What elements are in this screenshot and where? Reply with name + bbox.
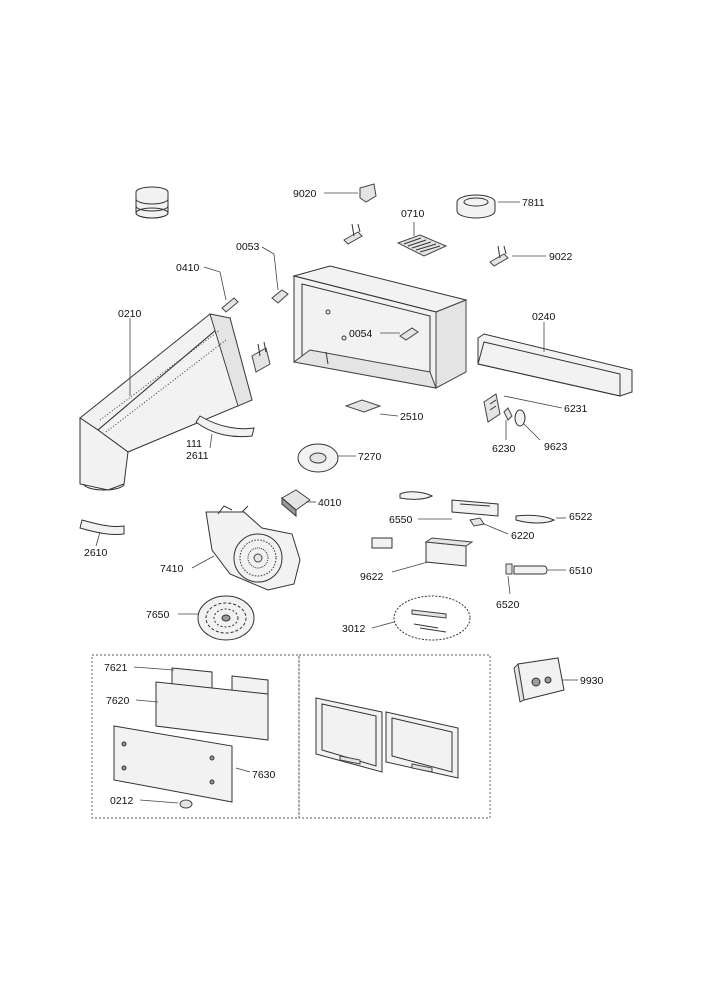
part-7620-pad: 7620 [106, 681, 269, 741]
part-7410-blower: 7410 [160, 505, 301, 591]
part-7630-panel: 7630 [113, 725, 276, 803]
part-6510-bulb: 6510 6520 [496, 563, 593, 611]
label-7650: 7650 [146, 609, 170, 621]
mesh-filter-right [385, 711, 459, 779]
part-6230-part: 6230 [492, 407, 516, 455]
label-7630: 7630 [252, 769, 276, 781]
label-9623: 9623 [544, 441, 568, 453]
label-9020: 9020 [293, 188, 317, 200]
part-7650-filter: 7650 [146, 595, 255, 641]
part-6550-label-group: 6550 [389, 514, 452, 526]
label-6220: 6220 [511, 530, 535, 542]
part-6231-bracket: 6231 [483, 393, 588, 423]
label-2611: 2611 [186, 450, 209, 462]
label-0410: 0410 [176, 262, 200, 274]
label-4010: 4010 [318, 497, 342, 509]
label-6522: 6522 [569, 511, 593, 523]
side-bracket [251, 341, 271, 373]
label-7621: 7621 [104, 662, 128, 674]
part-9622-transformer: 9622 [360, 537, 474, 583]
label-9930: 9930 [580, 675, 604, 687]
part-0053-clip: 0053 [236, 241, 289, 304]
part-0710-grille: 0710 [396, 208, 448, 257]
part-0212-screw: 0212 [110, 795, 193, 809]
label-0053: 0053 [236, 241, 260, 253]
part-6522-label-group: 6522 [556, 511, 593, 523]
label-2510: 2510 [400, 411, 424, 423]
part-9022-bracket: 9022 [489, 245, 573, 267]
dashed-group-right [298, 654, 491, 819]
label-6231: 6231 [564, 403, 588, 415]
part-7270-dome: 7270 [297, 443, 382, 473]
part-7811-ring: 7811 [456, 194, 545, 219]
part-0410-clip: 0410 [176, 262, 239, 313]
part-0210-canopy: 0210 [79, 308, 253, 491]
main-housing [292, 265, 468, 389]
duct-collar-part [135, 186, 169, 219]
part-2510-bracket: 2510 [344, 399, 424, 423]
label-7410: 7410 [160, 563, 184, 575]
label-6510: 6510 [569, 565, 593, 577]
electrical-parts [399, 491, 556, 527]
label-3012: 3012 [342, 623, 366, 635]
label-6520: 6520 [496, 599, 520, 611]
label-0212: 0212 [110, 795, 134, 807]
part-9930-kit: 9930 [513, 657, 604, 703]
part-111-strip: 111 2611 [186, 415, 255, 462]
label-0240: 0240 [532, 311, 556, 323]
part-9623-part: 9623 [514, 409, 568, 453]
label-9622: 9622 [360, 571, 384, 583]
label-0054: 0054 [349, 328, 373, 340]
part-3012-bag: 3012 [342, 595, 471, 641]
label-0710: 0710 [401, 208, 425, 220]
mesh-filter-left [315, 697, 383, 773]
clip-bracket-left [343, 223, 363, 245]
label-9022: 9022 [549, 251, 573, 263]
part-6220-label-group: 6220 [483, 523, 535, 542]
label-7811: 7811 [522, 197, 545, 209]
part-2610-strip: 2610 [79, 519, 125, 559]
part-0240-panel: 0240 [477, 311, 633, 397]
label-111: 111 [186, 438, 202, 450]
part-9020-bracket: 9020 [293, 183, 377, 203]
label-6550: 6550 [389, 514, 413, 526]
part-0054-clip: 0054 [349, 327, 419, 341]
label-0210: 0210 [118, 308, 142, 320]
label-2610: 2610 [84, 547, 108, 559]
part-4010-switch: 4010 [281, 489, 342, 518]
dashed-group-left [91, 654, 300, 819]
label-7620: 7620 [106, 695, 130, 707]
label-6230: 6230 [492, 443, 516, 455]
label-7270: 7270 [358, 451, 382, 463]
